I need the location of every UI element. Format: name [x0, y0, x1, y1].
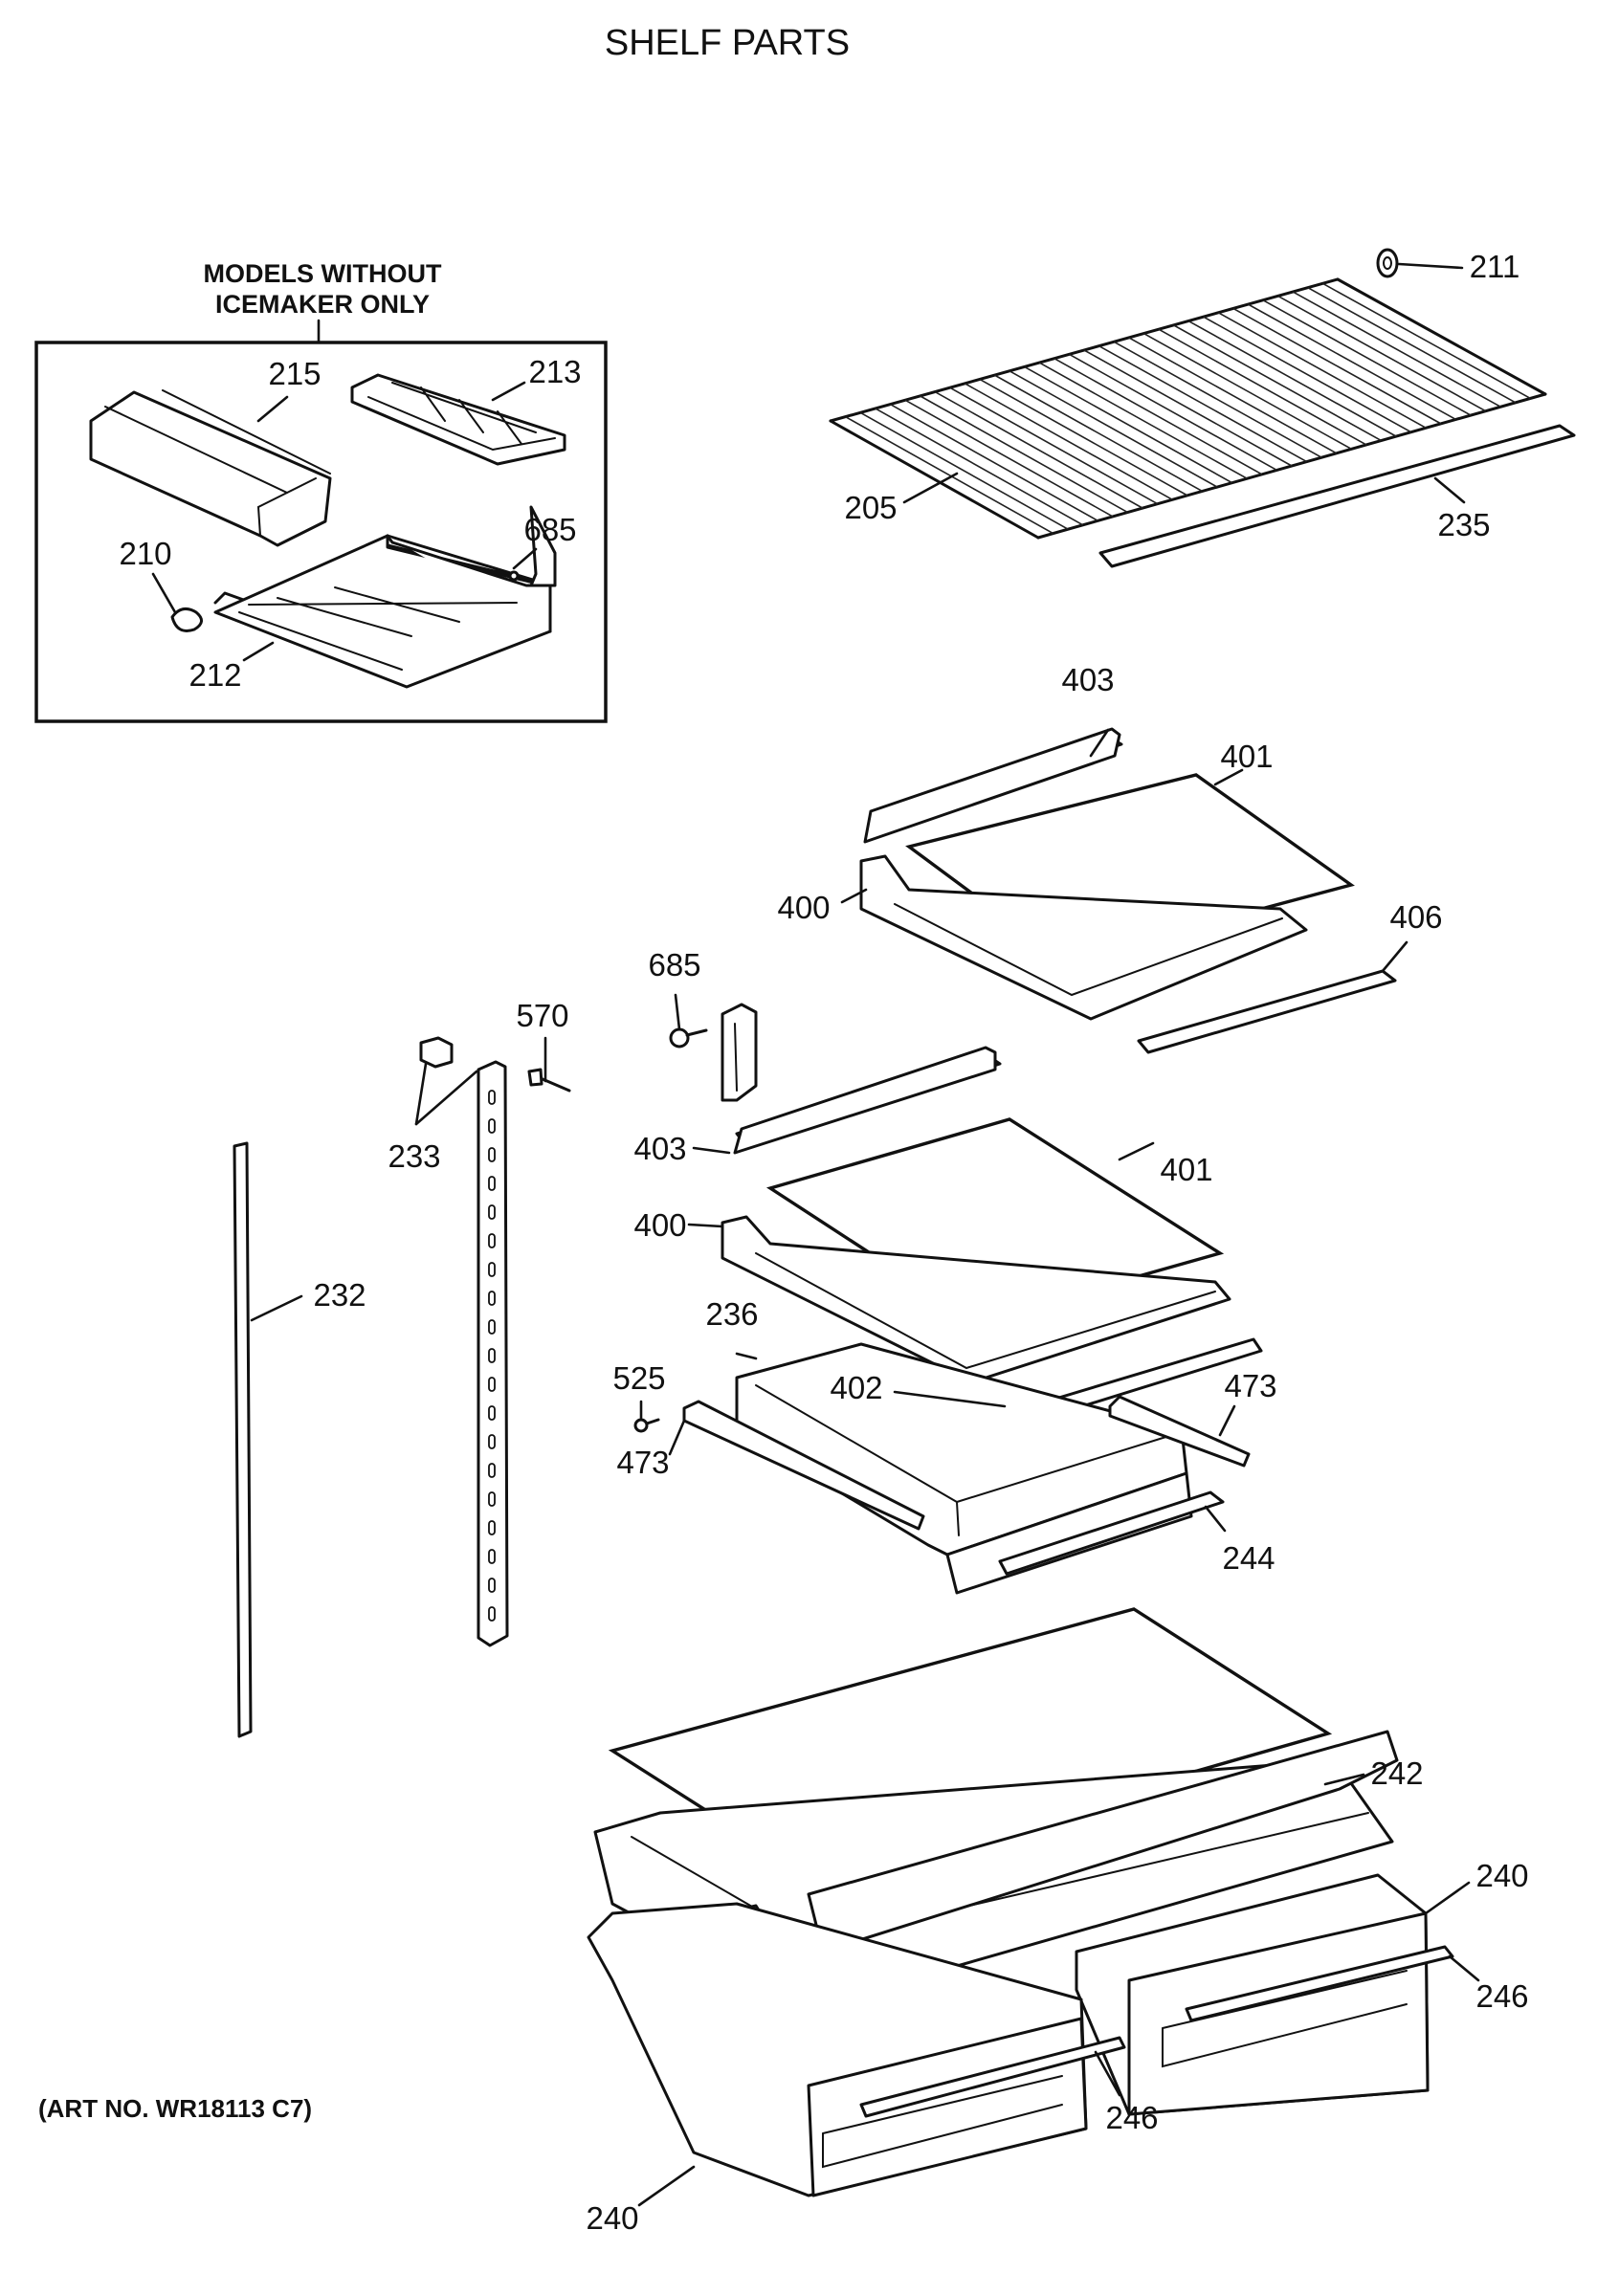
leader-403b	[692, 1146, 731, 1155]
icemaker-inset: MODELS WITHOUT ICEMAKER ONLY	[34, 259, 608, 723]
leader-406	[1381, 940, 1408, 973]
label-685a: 685	[523, 512, 576, 547]
page-title: SHELF PARTS	[605, 23, 850, 63]
label-240a: 240	[1475, 1858, 1528, 1893]
label-211: 211	[1470, 249, 1520, 284]
leader-213	[491, 381, 526, 402]
label-401b: 401	[1160, 1152, 1212, 1187]
label-403b: 403	[633, 1131, 686, 1166]
shelf-frame-lower-part	[721, 1215, 1231, 1384]
leader-401a	[1213, 768, 1244, 786]
ice-bucket-part	[89, 389, 332, 547]
leader-240a	[1424, 1881, 1471, 1915]
leader-685b	[674, 993, 681, 1031]
slide-473-right-part	[1108, 1395, 1251, 1468]
leader-242	[1323, 1773, 1365, 1786]
label-210: 210	[119, 536, 171, 571]
leader-473b	[1218, 1404, 1236, 1437]
label-235: 235	[1437, 507, 1490, 542]
shelf-support-upper-part	[863, 727, 1121, 844]
pan-inner	[755, 1384, 1173, 1536]
label-232: 232	[313, 1277, 366, 1313]
shelf-frame-upper-part	[859, 854, 1308, 1021]
frame-inner-lower	[755, 1252, 1216, 1370]
leader-236	[735, 1352, 758, 1360]
leader-240b	[637, 2165, 696, 2207]
rail-244-part	[998, 1490, 1225, 1576]
rear-trim-upper-part	[1137, 969, 1397, 1054]
short-ladder-part	[721, 1003, 758, 1102]
screw-685-part	[669, 1027, 708, 1049]
label-406: 406	[1389, 899, 1442, 935]
leader-685a	[512, 547, 538, 570]
label-205: 205	[844, 490, 897, 525]
label-244: 244	[1222, 1540, 1275, 1576]
leader-205	[902, 472, 959, 504]
tall-ladder-slots	[488, 1090, 496, 1622]
slide-473-left-part	[682, 1400, 925, 1531]
label-400a: 400	[777, 890, 830, 925]
label-403a: 403	[1061, 662, 1114, 697]
label-570: 570	[516, 998, 568, 1033]
label-215: 215	[268, 356, 321, 391]
rail-232-part	[233, 1141, 253, 1738]
leader-402	[893, 1390, 1007, 1408]
leader-400a	[840, 888, 868, 904]
leader-211	[1397, 262, 1464, 270]
shelf-trim-part	[1098, 424, 1576, 568]
ice-tray-part	[350, 373, 566, 466]
leader-232	[250, 1294, 303, 1322]
label-236: 236	[705, 1296, 758, 1332]
leader-210	[151, 572, 177, 614]
label-473b: 473	[1224, 1368, 1276, 1403]
clip-part	[170, 607, 203, 632]
screw-525-part	[633, 1418, 660, 1433]
crisper-drawer-right-part	[1075, 1873, 1454, 2116]
leader-235	[1433, 476, 1466, 504]
label-240b: 240	[586, 2200, 638, 2236]
inset-header-line1: MODELS WITHOUT	[204, 259, 442, 288]
label-685b: 685	[648, 947, 700, 982]
label-401a: 401	[1220, 739, 1273, 774]
leader-233b	[414, 1070, 478, 1126]
frame-inner-upper	[894, 903, 1283, 997]
leader-473a	[668, 1419, 686, 1456]
label-473a: 473	[616, 1445, 669, 1480]
label-246a: 246	[1475, 1978, 1528, 2014]
label-242: 242	[1370, 1755, 1423, 1791]
leader-401b	[1118, 1141, 1155, 1161]
inset-header-line2: ICEMAKER ONLY	[215, 290, 430, 319]
tall-ladder-part	[477, 1060, 509, 1647]
label-212: 212	[189, 657, 241, 693]
screw-part	[508, 570, 520, 582]
label-213: 213	[528, 354, 581, 389]
label-525: 525	[612, 1360, 665, 1396]
leader-233a	[414, 1062, 428, 1126]
leader-403a	[1089, 728, 1110, 758]
shelf-support-lower-part	[733, 1046, 997, 1155]
leader-246a	[1448, 1954, 1480, 1982]
leader-215	[256, 395, 289, 423]
clip-233-part	[419, 1036, 454, 1069]
leader-400b	[687, 1223, 724, 1228]
screw-570-part	[527, 1068, 571, 1093]
leader-244	[1204, 1505, 1227, 1533]
leader-246b	[1094, 2050, 1121, 2097]
label-402: 402	[830, 1370, 882, 1405]
inset-frame	[34, 341, 608, 723]
leader-212	[242, 641, 275, 662]
wire-shelf-part	[829, 277, 1547, 540]
short-ladder-slots	[734, 1023, 738, 1092]
icemaker-bracket-part	[213, 505, 557, 689]
label-400b: 400	[633, 1207, 686, 1243]
label-246b: 246	[1105, 2100, 1158, 2135]
label-233: 233	[388, 1138, 440, 1174]
art-number: (ART NO. WR18113 C7)	[38, 2094, 312, 2123]
crisper-drawer-left-part	[587, 1902, 1126, 2197]
shelf-cap-part	[1376, 248, 1399, 278]
